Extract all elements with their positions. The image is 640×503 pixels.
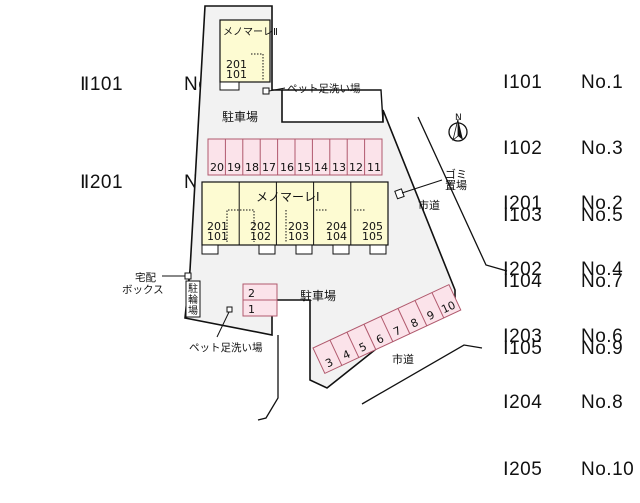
lot-notch	[282, 89, 384, 123]
north-label: N	[455, 113, 462, 123]
pet-wash-label-top: ペット足洗い場	[287, 82, 361, 95]
building-2-name: メノマーレⅡ	[223, 27, 278, 38]
parking-space: 20	[210, 161, 224, 174]
unit-lower: 103	[288, 230, 309, 243]
unit-lower: 101	[226, 68, 247, 81]
legend-parking-no: No.1	[581, 72, 624, 93]
parking-space: 6	[374, 332, 386, 347]
legend-row: Ⅰ201 No.2	[503, 193, 634, 215]
legend-row: Ⅰ104 No.7	[503, 271, 623, 293]
legend-row: Ⅰ202 No.4	[503, 259, 634, 281]
building-1-name: メノマーレⅠ	[256, 190, 320, 204]
legend-unit: Ⅰ204	[503, 392, 543, 414]
legend-row: Ⅰ204 No.8	[503, 392, 634, 414]
parking-space: 10	[439, 299, 457, 317]
north-arrow-icon: N	[448, 113, 468, 142]
garbage-label: ゴミ	[445, 167, 467, 181]
bike-parking-label: 輪	[188, 293, 198, 306]
road-edge-right	[417, 116, 508, 272]
parking-space: 13	[332, 161, 346, 174]
parking-space: 16	[280, 161, 294, 174]
parking-space: 19	[227, 161, 241, 174]
pet-wash-marker	[262, 87, 270, 95]
pet-wash-label-bottom: ペット足洗い場	[189, 341, 263, 354]
unit-upper: 202	[250, 220, 271, 233]
parking-space: 14	[314, 161, 328, 174]
legend-parking-no: No.10	[581, 458, 635, 480]
parking-space: 17	[262, 161, 276, 174]
bike-parking-label: 駐	[188, 282, 198, 295]
legend-unit: Ⅱ201	[80, 172, 124, 193]
pet-wash-marker	[226, 306, 233, 313]
delivery-box-label: ボックス	[122, 284, 164, 296]
parking-lot-label-top: 駐車場	[222, 109, 258, 124]
parking-space: 7	[391, 324, 403, 339]
legend-parking-no: No.4	[581, 259, 624, 281]
parking-space: 2	[248, 287, 255, 300]
unit-lower: 105	[362, 230, 383, 243]
legend-unit: Ⅰ101	[503, 72, 543, 93]
bike-parking-label: 場	[188, 304, 198, 317]
parking-space: 12	[349, 161, 363, 174]
parking-space: 1	[248, 303, 255, 316]
parking-space: 18	[245, 161, 259, 174]
legend-parking-no: No.2	[581, 193, 624, 214]
legend-building-1-floor-1: Ⅰ101 No.1 Ⅰ102 No.3 Ⅰ103 No.5 Ⅰ104 No.7 Ⅰ105…	[503, 28, 623, 382]
road-edge-bottom	[361, 344, 483, 405]
site-plan-map: メノマーレⅡ 201 101 ペット足洗い場 駐車場 20 19 18 17 1…	[122, 5, 508, 421]
legend-unit: Ⅰ105	[503, 337, 543, 359]
parking-space: 4	[341, 348, 353, 363]
legend-parking-no: No.5	[581, 204, 624, 226]
legend-unit: Ⅰ203	[503, 325, 543, 347]
unit-lower: 104	[326, 230, 347, 243]
legend-unit: Ⅱ101	[80, 74, 124, 95]
parking-space: 8	[409, 316, 421, 331]
unit-upper: 205	[362, 220, 383, 233]
legend-unit: Ⅰ104	[503, 271, 543, 293]
legend-row: Ⅰ203 No.6	[503, 326, 634, 348]
legend-row: Ⅰ102 No.3	[503, 138, 623, 160]
legend-parking-no: No.9	[581, 337, 624, 359]
legend-parking-no: No.8	[581, 392, 624, 414]
bike-parking: 駐 輪 場	[185, 280, 201, 318]
road-edge-left	[257, 335, 279, 421]
garbage-label: 置場	[445, 179, 467, 192]
unit-upper: 201	[207, 220, 228, 233]
parking-space: 11	[367, 161, 381, 174]
legend-parking-no: No.3	[581, 138, 624, 160]
unit-upper: 203	[288, 220, 309, 233]
unit-upper: 204	[326, 220, 347, 233]
parking-row-diagonal: 3 4 5 6 7 8 9 10	[312, 283, 462, 375]
delivery-box-label: 宅配	[135, 271, 156, 284]
legend-row: Ⅰ205 No.10	[503, 459, 634, 481]
legend-parking-no: No.7	[581, 271, 624, 293]
unit-lower: 102	[250, 230, 271, 243]
legend-unit: Ⅰ201	[503, 193, 543, 214]
legend-unit: Ⅰ102	[503, 138, 543, 160]
parking-lot-label-bottom: 駐車場	[300, 288, 336, 303]
building-1: メノマーレⅠ 201 101 202 102 203 103 204 104 2…	[201, 181, 389, 255]
building-2: メノマーレⅡ 201 101	[219, 19, 278, 91]
legend-unit: Ⅰ103	[503, 204, 543, 226]
unit-lower: 101	[207, 230, 228, 243]
legend-parking-no: No.6	[581, 325, 624, 347]
parking-space: 3	[323, 356, 335, 371]
parking-small: 2 1	[242, 283, 278, 317]
legend-row: Ⅰ103 No.5	[503, 205, 623, 227]
legend-row: Ⅰ101 No.1	[503, 72, 623, 94]
legend-unit: Ⅰ205	[503, 458, 543, 480]
parking-space: 9	[425, 308, 437, 323]
city-road-label-bottom: 市道	[392, 352, 414, 366]
parking-space: 5	[357, 340, 369, 355]
parking-space: 15	[297, 161, 311, 174]
delivery-box-marker	[184, 272, 192, 280]
legend-unit: Ⅰ202	[503, 259, 543, 281]
city-road-label-right: 市道	[418, 198, 440, 212]
unit-upper: 201	[226, 58, 247, 71]
parking-row-top: 20 19 18 17 16 15 14 13 12 11	[207, 138, 383, 176]
legend-row: Ⅰ105 No.9	[503, 338, 623, 360]
